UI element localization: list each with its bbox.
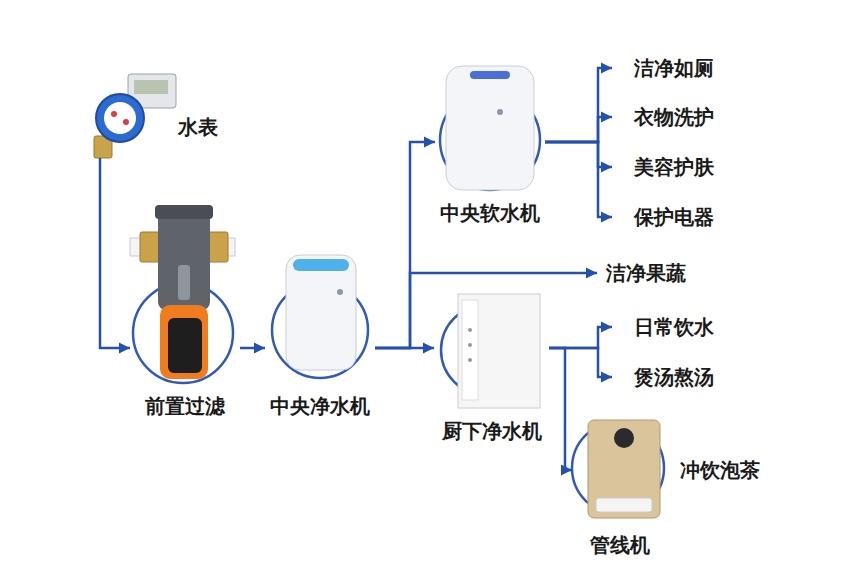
- central-purifier-picture: [272, 255, 368, 378]
- flow-arrow: [375, 142, 435, 348]
- device-label: 中央软水机: [440, 200, 540, 226]
- device-node: 前置过滤: [130, 200, 240, 419]
- use-label: 保护电器: [634, 204, 714, 230]
- use-node: 洁净果蔬: [597, 260, 690, 286]
- flow-arrow: [375, 273, 597, 348]
- pre-filter-picture: [130, 205, 235, 383]
- use-label: 洁净如厕: [634, 55, 714, 81]
- use-node: 洁净如厕: [612, 55, 718, 81]
- flow-arrow: [549, 327, 612, 348]
- device-picture-area: [435, 58, 545, 200]
- use-node: 日常饮水: [612, 314, 718, 340]
- device-label: 管线机: [590, 532, 650, 558]
- use-node: 衣物洗护: [612, 104, 718, 130]
- device-node: 厨下净水机: [434, 288, 549, 444]
- under-sink-purifier-picture: [441, 294, 540, 408]
- use-node: 煲汤熬汤: [612, 364, 718, 390]
- water-meter-picture: [94, 74, 176, 158]
- flow-arrow: [545, 68, 612, 142]
- device-node: 水表: [86, 72, 218, 158]
- use-label: 日常饮水: [634, 314, 714, 340]
- flow-arrow: [240, 347, 265, 350]
- use-node: 保护电器: [612, 204, 718, 230]
- device-node: 中央软水机: [435, 58, 545, 226]
- flow-arrow: [375, 347, 434, 350]
- central-softener-picture: [440, 66, 540, 190]
- device-label: 厨下净水机: [442, 418, 542, 444]
- device-node: 中央净水机: [265, 245, 375, 419]
- device-label: 中央净水机: [270, 393, 370, 419]
- pipeline-machine-picture: [572, 420, 664, 518]
- device-node: 管线机: [572, 412, 668, 558]
- use-label: 煲汤熬汤: [634, 364, 714, 390]
- use-label: 洁净果蔬: [606, 260, 686, 286]
- flow-arrow: [549, 348, 572, 470]
- flow-arrow: [545, 142, 612, 217]
- use-label: 冲饮泡茶: [680, 457, 760, 483]
- device-label: 前置过滤: [145, 393, 225, 419]
- use-label: 美容护肤: [634, 154, 714, 180]
- use-node: 美容护肤: [612, 154, 718, 180]
- device-picture-area: [130, 200, 240, 393]
- flow-arrow: [549, 348, 612, 377]
- device-picture-area: [265, 245, 375, 393]
- flow-arrow: [545, 117, 612, 142]
- flow-arrow: [545, 142, 612, 167]
- use-label: 衣物洗护: [634, 104, 714, 130]
- device-label: 水表: [178, 114, 218, 140]
- device-picture-area: [86, 72, 178, 158]
- device-picture-area: [572, 412, 668, 532]
- device-picture-area: [434, 288, 549, 418]
- flow-arrow: [100, 158, 130, 348]
